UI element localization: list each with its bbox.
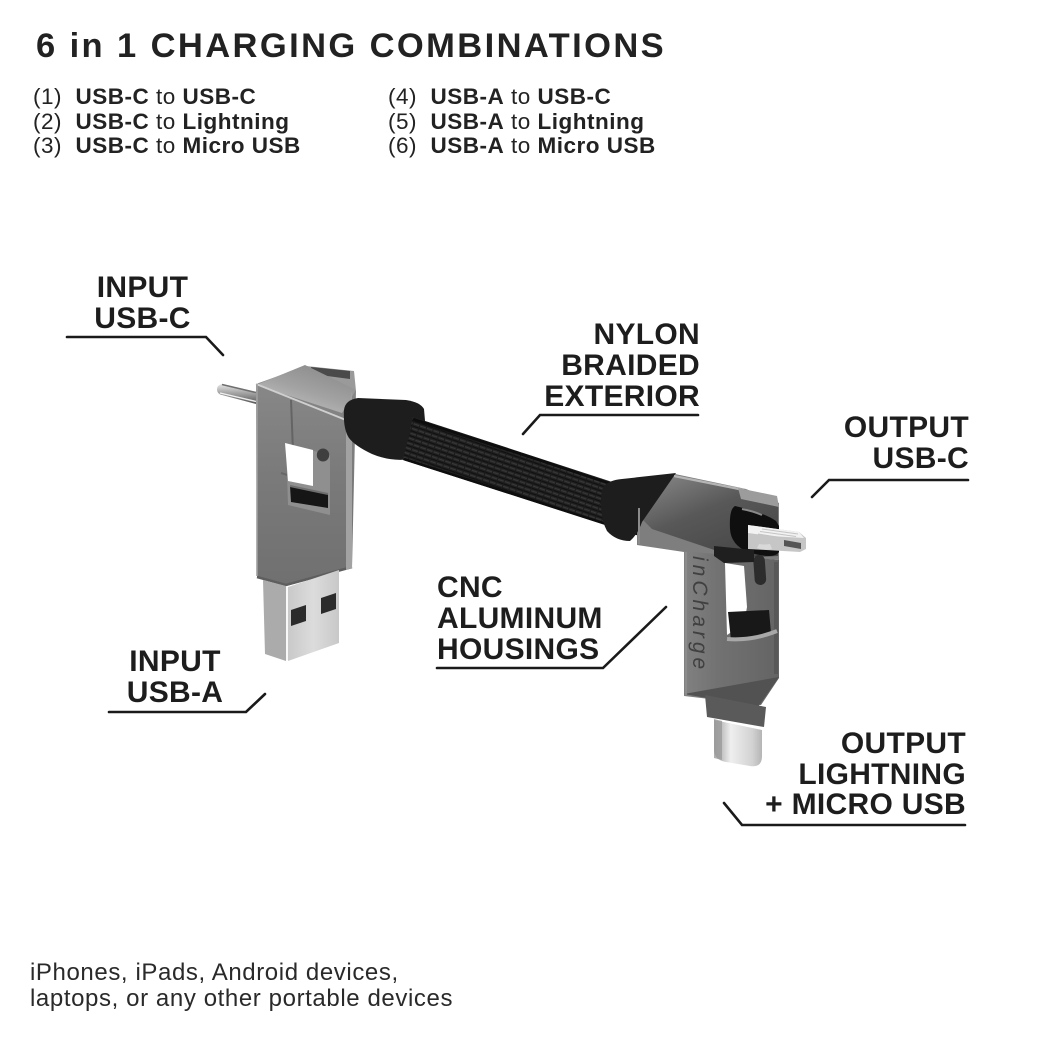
svg-text:inCharge: inCharge xyxy=(688,556,711,673)
